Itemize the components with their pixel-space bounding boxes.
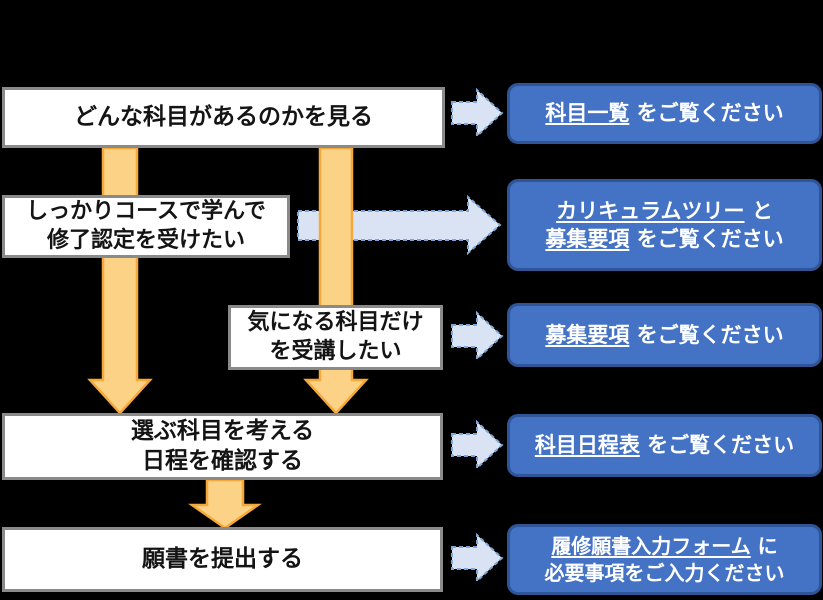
- right-arrow-row1-icon: [451, 87, 504, 139]
- link-application-form[interactable]: 履修願書入力フォーム: [551, 533, 751, 558]
- step-label: どんな科目があるのかを見る: [74, 103, 373, 130]
- link-recruitment-guidelines[interactable]: 募集要項: [545, 227, 630, 251]
- step-box-course-learning: しっかりコースで学んで 修了認定を受けたい: [2, 195, 290, 258]
- step-label-line1: 気になる科目だけ: [247, 310, 424, 336]
- action-suffix: をご覧ください: [629, 227, 784, 251]
- link-subject-schedule[interactable]: 科目日程表: [534, 433, 640, 458]
- step-box-browse-subjects: どんな科目があるのかを見る: [2, 87, 445, 148]
- down-arrow-right-icon: [303, 146, 369, 415]
- action-line: 募集要項 をご覧ください: [545, 321, 783, 349]
- step-label-line1: しっかりコースで学んで: [26, 199, 266, 225]
- step-label-line2: を受講したい: [269, 338, 402, 364]
- action-box-application-form: 履修願書入力フォーム に 必要事項をご入力ください: [507, 524, 822, 595]
- right-arrow-row3-icon: [451, 310, 504, 362]
- action-line: 科目日程表 をご覧ください: [535, 431, 794, 459]
- action-line2: 必要事項をご入力ください: [544, 560, 785, 585]
- step-box-single-subjects: 気になる科目だけ を受講したい: [228, 305, 443, 370]
- action-line: 科目一覧 をご覧ください: [545, 99, 783, 127]
- right-arrow-row5-icon: [451, 532, 504, 584]
- action-suffix: をご覧ください: [639, 433, 795, 458]
- step-label: 願書を提出する: [142, 545, 303, 572]
- down-arrow-left-icon: [87, 146, 153, 415]
- step-box-choose-schedule: 選ぶ科目を考える 日程を確認する: [2, 413, 443, 480]
- link-recruitment-guidelines-2[interactable]: 募集要項: [545, 322, 630, 347]
- right-arrow-row4-icon: [451, 419, 504, 471]
- step-label-line2: 修了認定を受けたい: [46, 227, 245, 253]
- action-box-application-guidelines: 募集要項 をご覧ください: [507, 303, 822, 367]
- action-line1: カリキュラムツリー と: [556, 197, 773, 225]
- down-arrow-middle-icon: [188, 478, 262, 530]
- action-box-subject-list: 科目一覧 をご覧ください: [507, 83, 822, 144]
- action-line2: 募集要項 をご覧ください: [545, 225, 783, 253]
- action-box-curriculum-tree: カリキュラムツリー と 募集要項 をご覧ください: [507, 179, 822, 271]
- link-curriculum-tree[interactable]: カリキュラムツリー: [556, 198, 745, 223]
- action-suffix: をご覧ください: [629, 101, 784, 126]
- action-mid: と: [744, 198, 773, 223]
- step-label-line1: 選ぶ科目を考える: [130, 418, 315, 445]
- step-label-line2: 日程を確認する: [142, 447, 303, 474]
- link-subject-list[interactable]: 科目一覧: [545, 101, 630, 126]
- step-box-submit-application: 願書を提出する: [2, 527, 443, 592]
- action-suffix: をご覧ください: [629, 322, 784, 347]
- action-suffix: に: [750, 533, 778, 558]
- action-box-subject-schedule: 科目日程表 をご覧ください: [507, 414, 822, 477]
- action-line1: 履修願書入力フォーム に: [551, 533, 777, 560]
